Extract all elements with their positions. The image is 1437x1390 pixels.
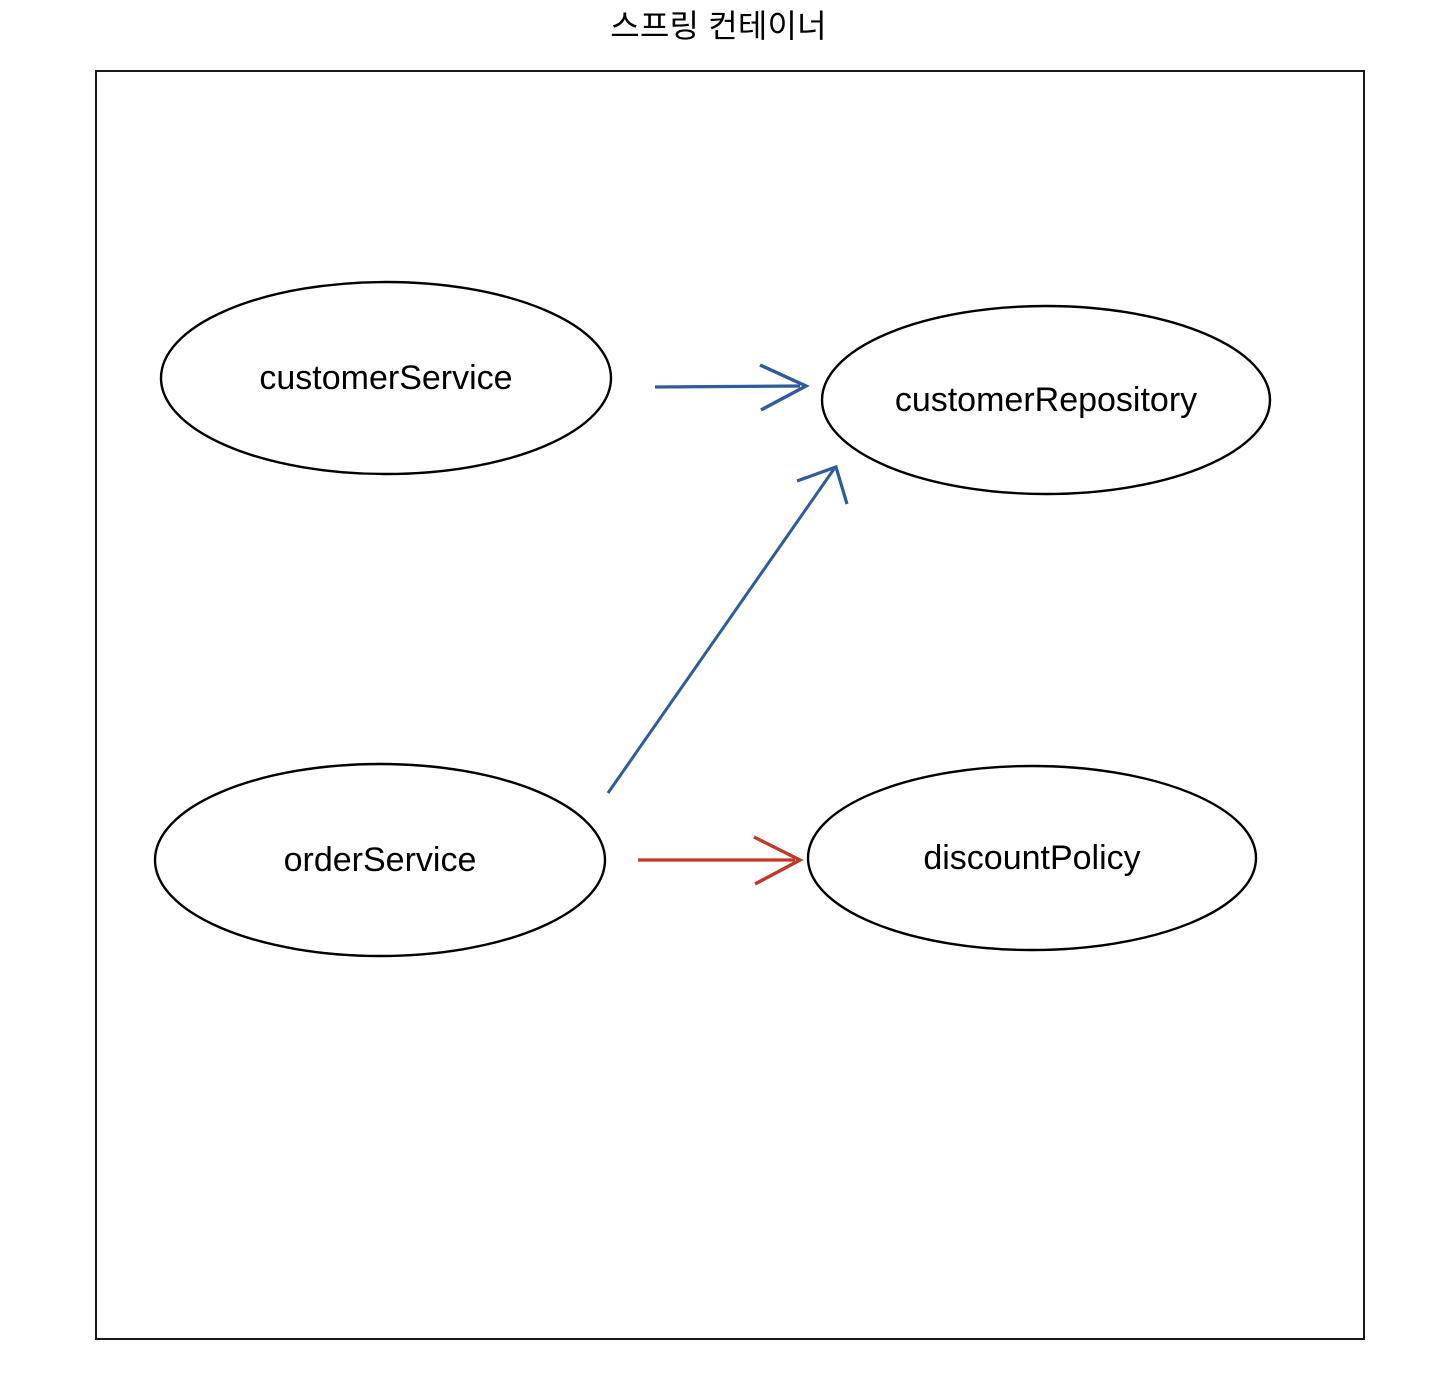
- node-label-discount-policy: discountPolicy: [923, 839, 1141, 877]
- node-label-customer-repository: customerRepository: [894, 381, 1198, 419]
- diagram-title: 스프링 컨테이너: [610, 8, 827, 44]
- node-label-order-service: orderService: [283, 841, 477, 879]
- spring-container-box: [95, 70, 1365, 1340]
- node-label-customer-service: customerService: [259, 359, 513, 397]
